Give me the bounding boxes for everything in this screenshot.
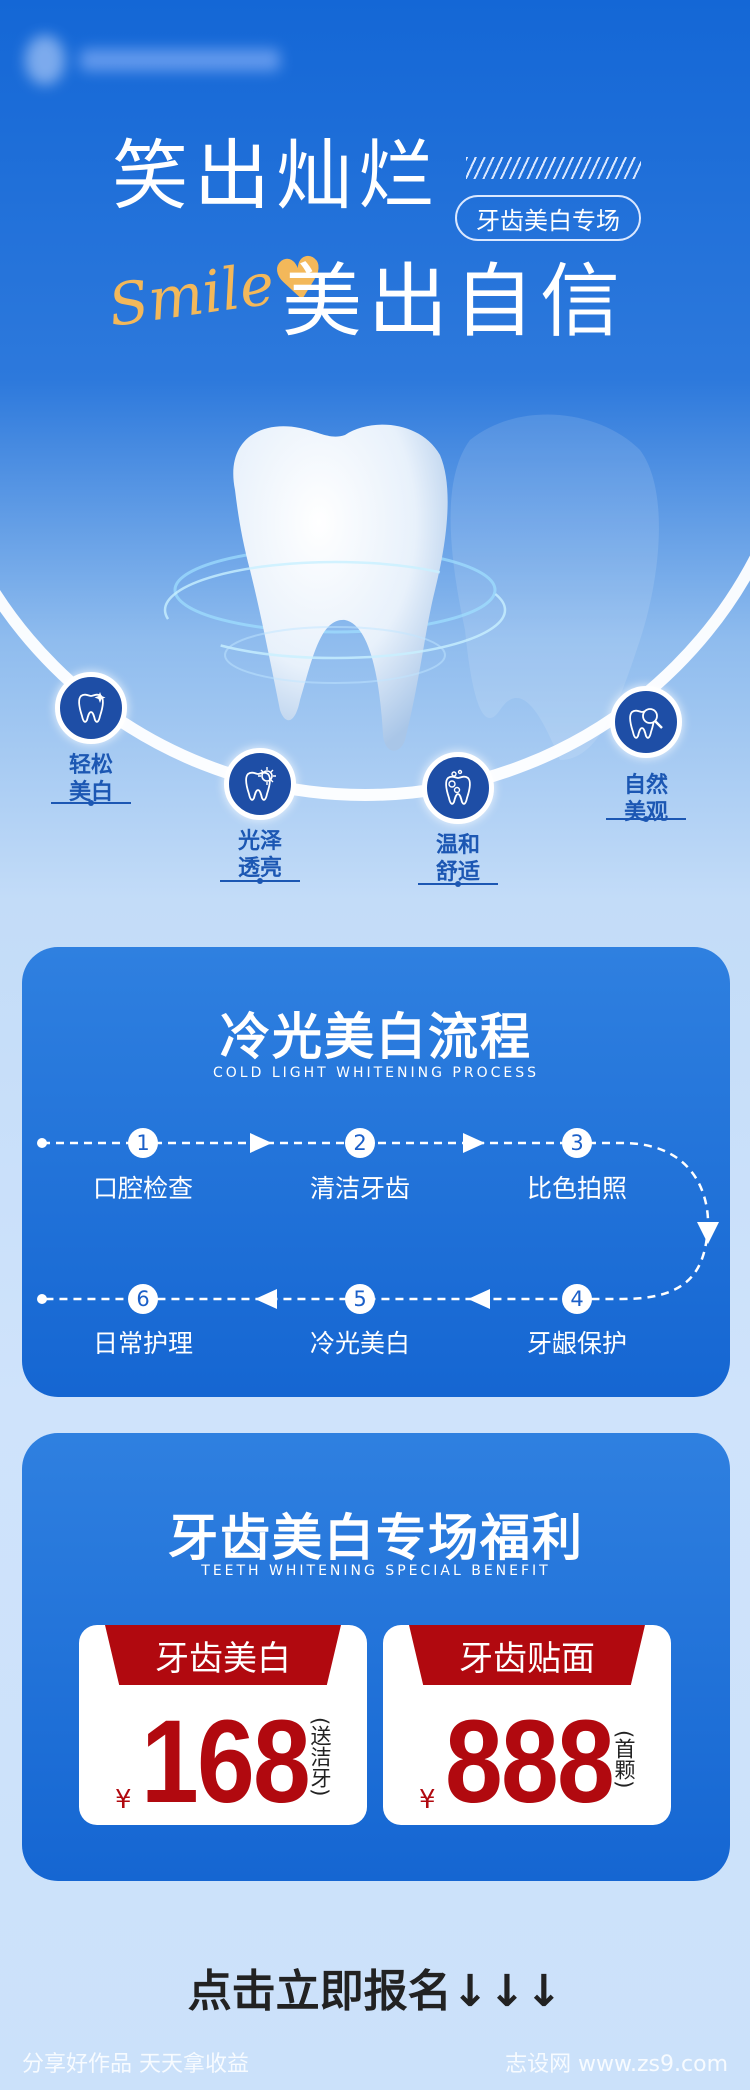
decorative-stripes bbox=[466, 157, 641, 179]
process-path bbox=[37, 1133, 719, 1309]
underline bbox=[220, 878, 300, 884]
offer-note: (送洁牙) bbox=[308, 1717, 332, 1797]
arrow-left-icon bbox=[255, 1289, 277, 1309]
currency: ¥ bbox=[115, 1785, 132, 1815]
tooth-magnifier-icon bbox=[610, 686, 682, 758]
signup-cta[interactable]: 点击立即报名↓↓↓ bbox=[187, 1966, 563, 2017]
feature-natural: 自然 美观 bbox=[591, 686, 701, 825]
hero-title-line1: 笑出灿烂 bbox=[112, 131, 440, 220]
step-label: 冷光美白 bbox=[309, 1329, 410, 1358]
offer-price: 168 bbox=[141, 1696, 311, 1825]
arrow-right-icon bbox=[463, 1133, 485, 1153]
offer-name: 牙齿美白 bbox=[105, 1625, 341, 1685]
underline bbox=[418, 881, 498, 887]
footer-slogan: 分享好作品 天天拿收益 bbox=[22, 2052, 249, 2077]
offer-price: 888 bbox=[445, 1696, 615, 1825]
process-subtitle: COLD LIGHT WHITENING PROCESS bbox=[213, 1065, 539, 1081]
benefit-title: 牙齿美白专场福利 bbox=[168, 1509, 584, 1567]
step-number: 5 bbox=[345, 1284, 375, 1314]
offer-card-whitening[interactable]: 牙齿美白 ¥ 168 (送洁牙) bbox=[79, 1625, 367, 1825]
arrow-left-icon bbox=[468, 1289, 490, 1309]
hero-title-line2: 美出自信 bbox=[282, 255, 626, 348]
process-card: 冷光美白流程 COLD LIGHT WHITENING PROCESS 1 2 … bbox=[22, 947, 730, 1397]
step-label: 牙龈保护 bbox=[526, 1329, 627, 1358]
step-label: 口腔检查 bbox=[92, 1174, 193, 1203]
arrow-down-icon bbox=[697, 1222, 719, 1244]
step-number: 6 bbox=[128, 1284, 158, 1314]
benefit-subtitle: TEETH WHITENING SPECIAL BENEFIT bbox=[201, 1563, 551, 1579]
offer-note: (首颗) bbox=[612, 1730, 636, 1789]
offer-card-veneer[interactable]: 牙齿贴面 ¥ 888 (首颗) bbox=[383, 1625, 671, 1825]
tooth bbox=[233, 424, 448, 751]
badge-pill: 牙齿美白专场 bbox=[455, 195, 641, 241]
arrow-right-icon bbox=[250, 1133, 272, 1153]
feature-easy-whitening: 轻松 美白 bbox=[36, 672, 146, 806]
process-title: 冷光美白流程 bbox=[220, 1008, 532, 1066]
hero-illustration bbox=[0, 414, 750, 801]
blurred-logo bbox=[25, 35, 285, 85]
currency: ¥ bbox=[419, 1785, 436, 1815]
step-number: 1 bbox=[128, 1128, 158, 1158]
step-label: 清洁牙齿 bbox=[309, 1174, 410, 1203]
footer-site: 志设网 www.zs9.com bbox=[505, 2052, 728, 2077]
step-number: 4 bbox=[562, 1284, 592, 1314]
tooth-sparkle-icon bbox=[55, 672, 127, 744]
tooth-sun-icon bbox=[224, 748, 296, 820]
tooth-bubbles-icon bbox=[422, 752, 494, 824]
underline bbox=[51, 800, 131, 806]
feature-glossy: 光泽 透亮 bbox=[205, 748, 315, 884]
step-label: 比色拍照 bbox=[526, 1174, 627, 1203]
offer-name: 牙齿贴面 bbox=[409, 1625, 645, 1685]
step-number: 3 bbox=[562, 1128, 592, 1158]
step-number: 2 bbox=[345, 1128, 375, 1158]
ghost-tooth bbox=[450, 414, 659, 760]
step-label: 日常护理 bbox=[92, 1329, 193, 1358]
underline bbox=[606, 816, 686, 822]
feature-gentle: 温和 舒适 bbox=[403, 752, 513, 887]
white-arc bbox=[0, 555, 750, 801]
